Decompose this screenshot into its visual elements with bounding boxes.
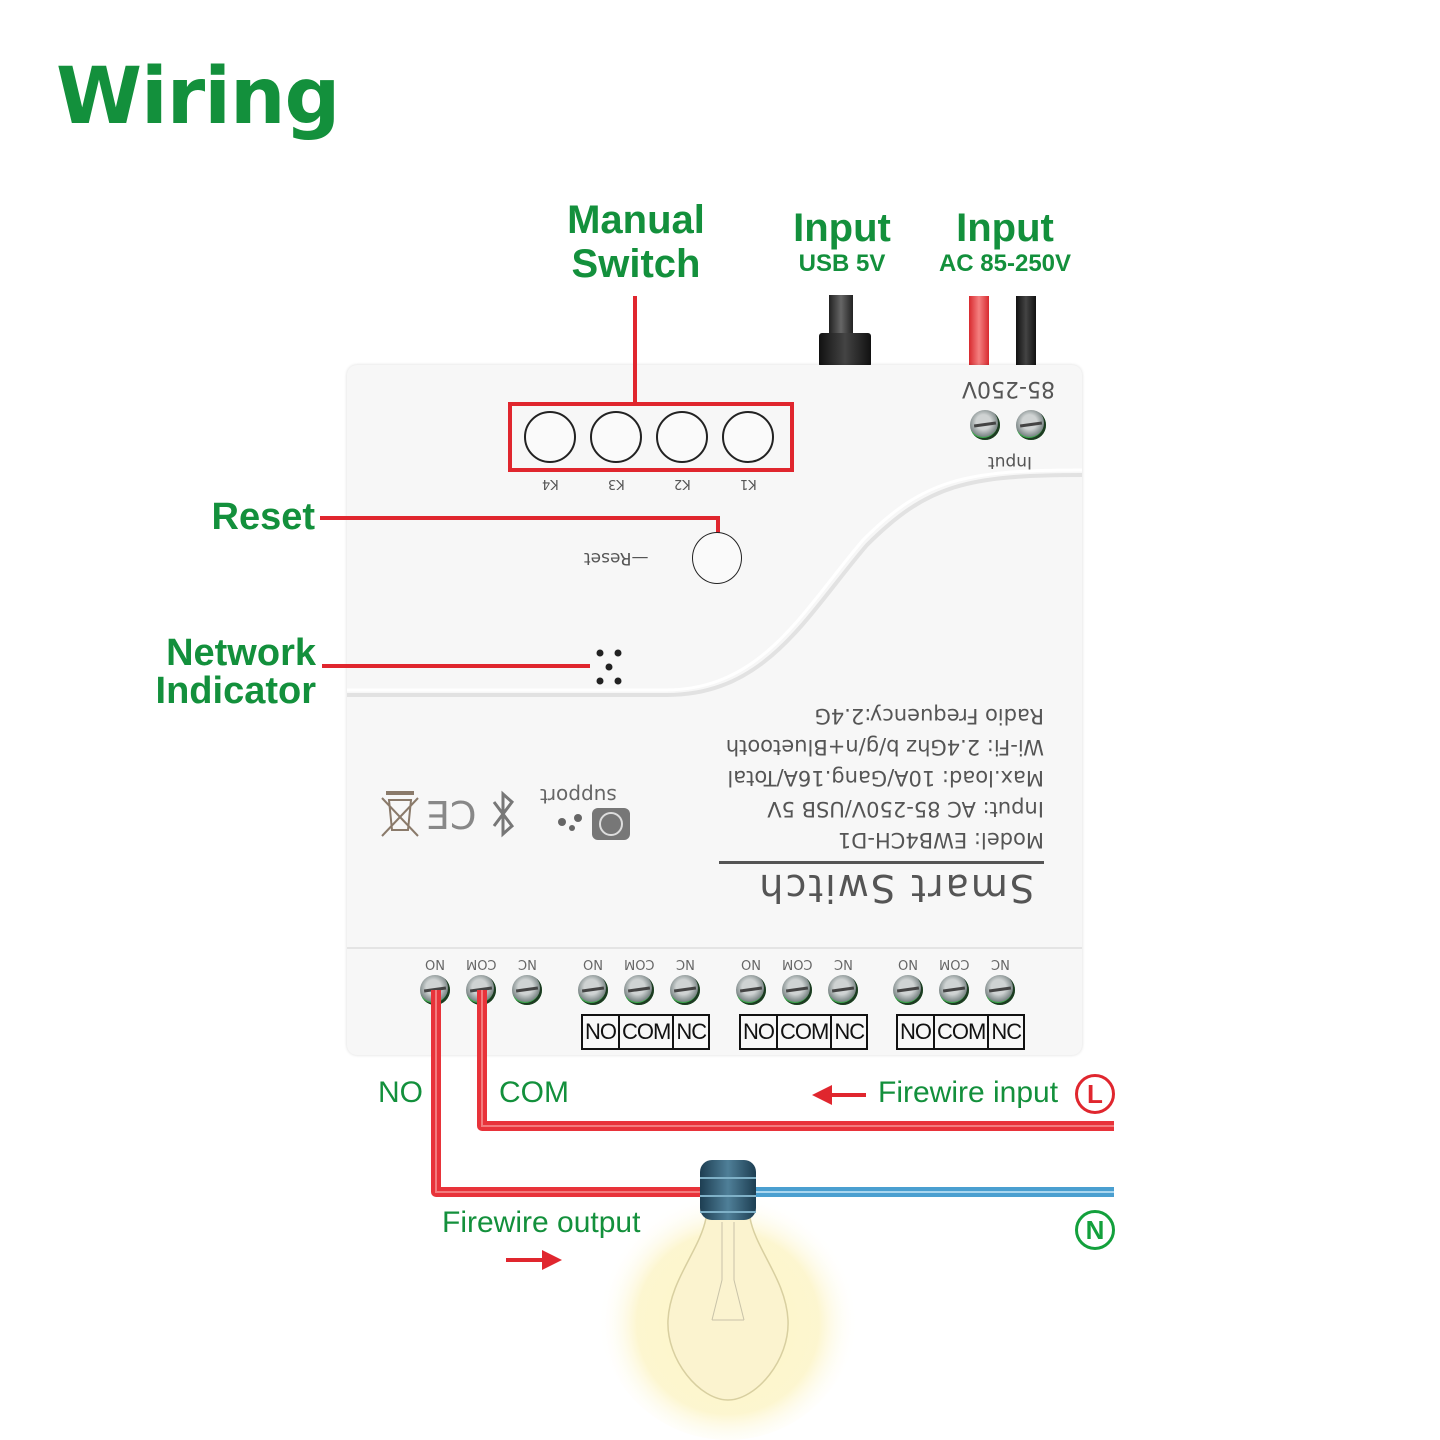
weee-bin-icon <box>381 791 419 837</box>
terminal-legend-cell: NO <box>898 1016 935 1048</box>
terminal-legend-cell: NC <box>991 1019 1022 1044</box>
reset-pointer-line <box>320 516 720 520</box>
bulb-base-icon <box>700 1160 756 1220</box>
input-usb-label: Input USB 5V <box>772 206 912 278</box>
terminal-legend-cell: COM <box>778 1016 833 1048</box>
no-wire-label: NO <box>378 1076 423 1109</box>
button-k1[interactable] <box>722 411 774 463</box>
terminal-screw <box>782 975 812 1005</box>
terminal-legend-cell: COM <box>620 1016 675 1048</box>
input-ac-sub: AC 85-250V <box>938 250 1072 277</box>
com-wire-label: COM <box>499 1076 569 1109</box>
ac-live-wire <box>969 296 989 366</box>
input-usb-sub: USB 5V <box>798 250 886 277</box>
terminal-screw <box>939 975 969 1005</box>
input-ac-title: Input <box>956 206 1054 250</box>
device-contour <box>347 468 1082 949</box>
reset-label: Reset <box>211 496 316 538</box>
input-terminal-screw <box>970 410 1000 440</box>
input-ac-label: Input AC 85-250V <box>920 206 1090 278</box>
manual-switch-highlight <box>508 402 794 472</box>
ewelink-support-icon <box>558 808 630 840</box>
input-terminal-screw <box>1016 410 1046 440</box>
terminal-screw <box>828 975 858 1005</box>
firewire-output-label: Firewire output <box>442 1206 641 1239</box>
manual-switch-label: Manual Switch <box>548 198 724 286</box>
terminal-screw <box>512 975 542 1005</box>
button-k3[interactable] <box>590 411 642 463</box>
neutral-badge-icon: N <box>1075 1210 1115 1250</box>
input-usb-title: Input <box>793 206 891 250</box>
ac-neutral-wire <box>1016 296 1036 366</box>
terminal-screw <box>985 975 1015 1005</box>
network-indicator-line1: Network <box>166 632 316 674</box>
terminal-legend-cell: NO <box>741 1016 778 1048</box>
network-pointer-line <box>322 664 590 668</box>
terminal-screw <box>670 975 700 1005</box>
usb-plug <box>819 333 871 367</box>
terminal-screw <box>893 975 923 1005</box>
live-badge-icon: L <box>1075 1074 1115 1114</box>
firewire-input-label: Firewire input <box>878 1076 1059 1109</box>
usb-cable <box>829 295 853 335</box>
terminal-legend-cell: NC <box>676 1019 707 1044</box>
arrow-left-icon <box>812 1085 866 1105</box>
network-indicator-label: Network Indicator <box>120 634 316 710</box>
network-indicator-line2: Indicator <box>155 670 316 712</box>
button-k4[interactable] <box>524 411 576 463</box>
manual-switch-label-line2: Switch <box>571 242 701 286</box>
manual-switch-label-line1: Manual <box>567 198 705 242</box>
terminal-legend-cell: NC <box>834 1019 865 1044</box>
manual-switch-pointer-line <box>633 296 637 402</box>
terminal-legend-cell: COM <box>935 1016 990 1048</box>
reset-button[interactable] <box>692 532 742 584</box>
terminal-screw <box>624 975 654 1005</box>
arrow-right-icon <box>506 1250 562 1270</box>
page-title: Wiring <box>56 52 340 142</box>
bluetooth-icon <box>492 790 515 838</box>
terminal-screw <box>578 975 608 1005</box>
terminal-legend-cell: NO <box>583 1016 620 1048</box>
bulb-glass-icon <box>667 1217 789 1401</box>
terminal-screw <box>736 975 766 1005</box>
network-indicator-led <box>596 649 622 685</box>
button-k2[interactable] <box>656 411 708 463</box>
